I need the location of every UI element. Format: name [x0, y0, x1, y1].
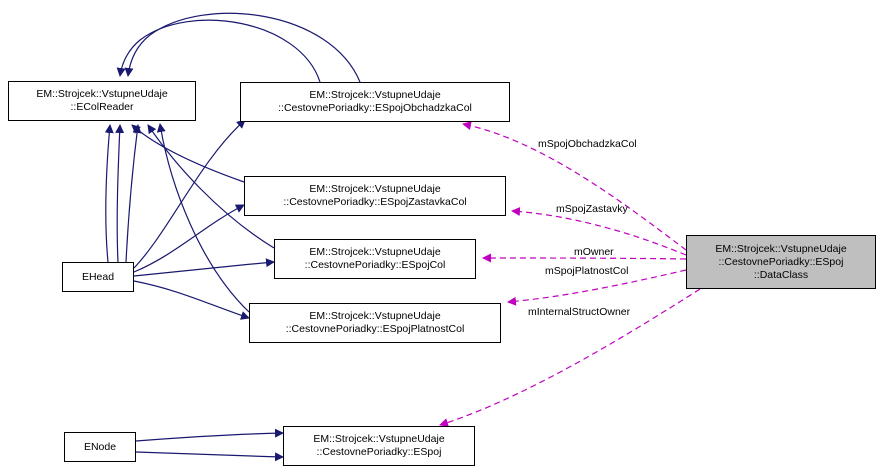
- class-node-dataclass[interactable]: EM::Strojcek::VstupneUdaje ::CestovnePor…: [686, 235, 876, 289]
- edge-label-mspojzastavky: mSpojZastavky: [556, 203, 628, 215]
- node-line: ::CestovnePoriadky::ESpojPlatnostCol: [285, 323, 465, 335]
- node-line: ::CestovnePoriadky::ESpoj: [316, 446, 442, 458]
- node-line: EM::Strojcek::VstupneUdaje: [715, 242, 847, 255]
- class-node-espojcol[interactable]: EM::Strojcek::VstupneUdaje ::CestovnePor…: [274, 239, 476, 279]
- node-line: EM::Strojcek::VstupneUdaje: [309, 310, 441, 322]
- node-line: ::EColReader: [70, 101, 134, 113]
- node-line: ::CestovnePoriadky::ESpojCol: [304, 259, 446, 271]
- class-node-ecolreader[interactable]: EM::Strojcek::VstupneUdaje ::EColReader: [8, 81, 196, 121]
- node-line: ::DataClass: [753, 268, 809, 281]
- edge-label-mowner: mOwner: [574, 246, 614, 258]
- node-line: EM::Strojcek::VstupneUdaje: [309, 183, 441, 195]
- node-line: EM::Strojcek::VstupneUdaje: [309, 246, 441, 258]
- edge-label-minternalstructowner: mInternalStructOwner: [528, 306, 631, 318]
- node-line: EM::Strojcek::VstupneUdaje: [313, 433, 445, 445]
- class-node-espojzastavkacol[interactable]: EM::Strojcek::VstupneUdaje ::CestovnePor…: [244, 176, 506, 216]
- class-node-enode[interactable]: ENode: [64, 432, 136, 462]
- edge-label-mspojobchadzkacol: mSpojObchadzkaCol: [538, 138, 637, 150]
- node-line: ::CestovnePoriadky::ESpoj: [718, 255, 844, 268]
- node-line: ENode: [83, 440, 117, 453]
- edge-label-mspojplatnostcol: mSpojPlatnostCol: [545, 265, 629, 277]
- class-node-espojobchadzkacol[interactable]: EM::Strojcek::VstupneUdaje ::CestovnePor…: [240, 82, 510, 122]
- node-line: EM::Strojcek::VstupneUdaje: [36, 88, 168, 100]
- node-line: EM::Strojcek::VstupneUdaje: [309, 89, 441, 101]
- class-node-espoj[interactable]: EM::Strojcek::VstupneUdaje ::CestovnePor…: [283, 426, 475, 466]
- class-node-espojplatnostcol[interactable]: EM::Strojcek::VstupneUdaje ::CestovnePor…: [249, 303, 501, 343]
- node-line: EHead: [81, 270, 115, 283]
- node-line: ::CestovnePoriadky::ESpojObchadzkaCol: [278, 102, 472, 114]
- class-node-ehead[interactable]: EHead: [62, 262, 134, 292]
- node-line: ::CestovnePoriadky::ESpojZastavkaCol: [283, 196, 467, 208]
